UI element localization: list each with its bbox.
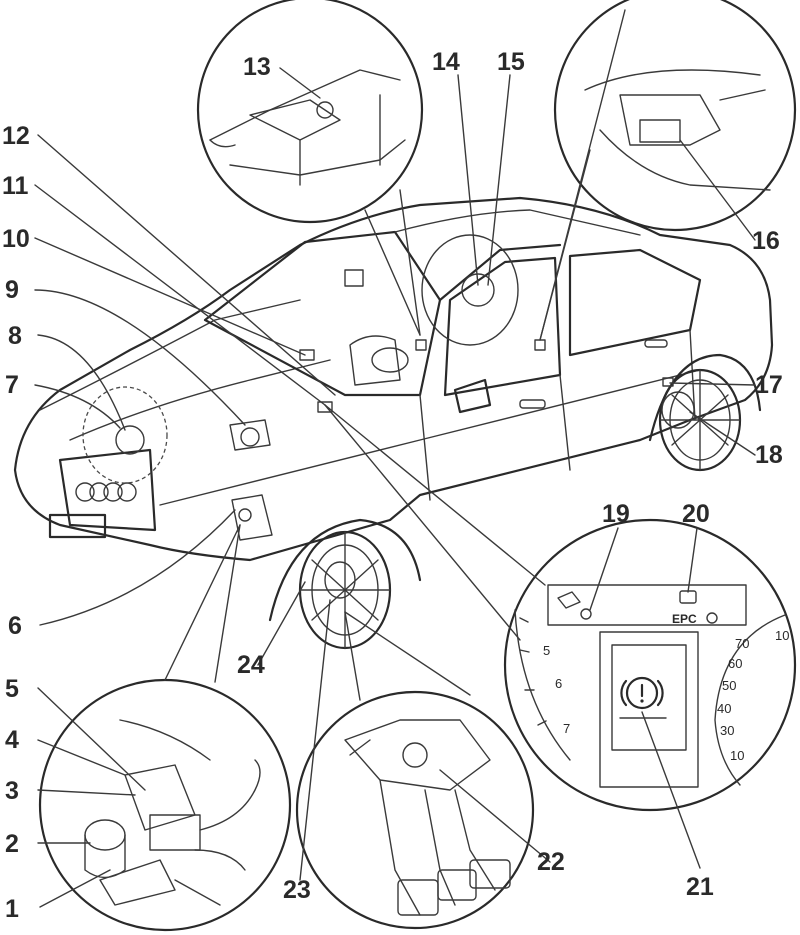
label-2: 2 <box>5 830 19 858</box>
label-3: 3 <box>5 777 19 805</box>
label-14: 14 <box>432 48 460 76</box>
label-9: 9 <box>5 276 19 304</box>
label-17: 17 <box>755 371 783 399</box>
label-18: 18 <box>755 441 783 469</box>
label-13: 13 <box>243 53 271 81</box>
label-8: 8 <box>8 322 22 350</box>
label-21: 21 <box>686 873 714 901</box>
inset-13 <box>196 0 424 224</box>
leader-lines <box>34 67 756 908</box>
tacho-7: 7 <box>563 721 570 736</box>
speedo-30: 30 <box>720 723 734 738</box>
label-20: 20 <box>682 500 710 528</box>
label-5: 5 <box>5 675 19 703</box>
label-23: 23 <box>283 876 311 904</box>
label-24: 24 <box>237 651 265 679</box>
inset-22 <box>295 690 535 930</box>
inset-1-5 <box>38 678 292 932</box>
speedo-60: 60 <box>728 656 742 671</box>
label-19: 19 <box>602 500 630 528</box>
label-1: 1 <box>5 895 19 923</box>
label-6: 6 <box>8 612 22 640</box>
inset-16 <box>553 0 797 232</box>
speedo-10b: 10 <box>730 748 744 763</box>
label-11: 11 <box>2 172 29 200</box>
instrument-cluster: EPC 5 6 7 70 60 50 40 30 10 10 <box>503 518 797 812</box>
tacho-5: 5 <box>543 643 550 658</box>
tacho-6: 6 <box>555 676 562 691</box>
callout-labels: 1 2 3 4 5 6 7 8 9 10 11 12 13 14 15 16 1… <box>2 48 783 923</box>
label-15: 15 <box>497 48 525 76</box>
label-10: 10 <box>2 225 30 253</box>
speedo-70: 70 <box>735 636 749 651</box>
label-4: 4 <box>5 726 19 754</box>
label-12: 12 <box>2 122 30 150</box>
speedo-10: 10 <box>775 628 789 643</box>
epc-text: EPC <box>672 612 697 626</box>
speedo-40: 40 <box>717 701 731 716</box>
label-22: 22 <box>537 848 565 876</box>
label-16: 16 <box>752 227 780 255</box>
label-7: 7 <box>5 371 19 399</box>
speedo-50: 50 <box>722 678 736 693</box>
